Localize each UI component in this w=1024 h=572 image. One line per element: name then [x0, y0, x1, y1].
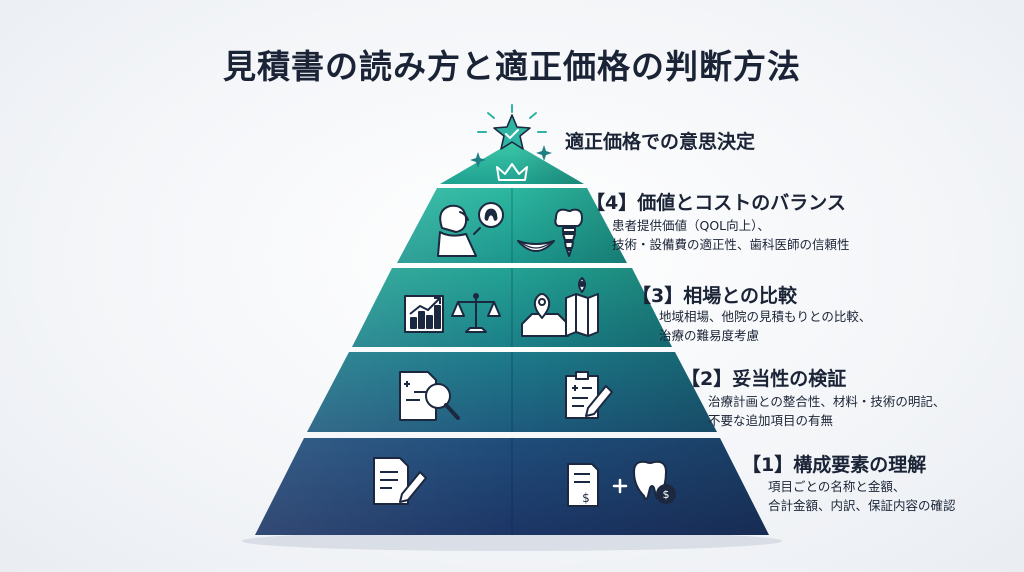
level-4-line-2: 技術・設備費の適正性、歯科医師の信頼性: [612, 237, 850, 252]
scales-icon: [451, 293, 501, 333]
invoice-icon: $: [567, 463, 599, 507]
pyramid-level-2: [307, 352, 717, 432]
star-icon: [477, 104, 547, 150]
level-2-line-2: 不要な追加項目の有無: [708, 413, 834, 428]
growth-chart-icon: [404, 295, 444, 333]
pyramid-level-3: [352, 268, 672, 347]
level-1-line-1: 項目ごとの名称と金額、: [768, 479, 906, 494]
tooth-dollar-icon: $: [633, 460, 676, 504]
level-4-title: 【4】価値とコストのバランス: [586, 192, 846, 214]
pyramid-apex: [440, 142, 584, 184]
level-2-description: 治療計画との整合性、材料・技術の明記、 不要な追加項目の有無: [708, 392, 945, 430]
map-pin-icon: [521, 293, 569, 337]
apex-label: 適正価格での意思決定: [565, 131, 756, 153]
document-search-icon: [399, 371, 460, 421]
pyramid-shadow: [242, 531, 782, 551]
level-4-description: 患者提供価値（QOL向上）、 技術・設備費の適正性、歯科医師の信頼性: [612, 216, 850, 254]
level-3-line-2: 治療の難易度考慮: [659, 328, 760, 343]
clipboard-pen-icon: [565, 371, 613, 419]
page-title: 見積書の読み方と適正価格の判断方法: [223, 47, 801, 86]
tooth-implant-icon: [554, 208, 583, 257]
pyramid-level-1: [255, 438, 769, 535]
document-pen-icon: [373, 457, 427, 505]
folded-map-icon: [565, 277, 599, 337]
sparkle-icon: [470, 145, 552, 168]
level-3-description: 地域相場、他院の見積もりとの比較、 治療の難易度考慮: [659, 307, 871, 345]
smile-icon: [517, 240, 555, 252]
level-1-line-2: 合計金額、内訳、保証内容の確認: [768, 498, 956, 513]
level-2-line-1: 治療計画との整合性、材料・技術の明記、: [708, 394, 946, 409]
level-2-title: 【2】妥当性の検証: [681, 368, 847, 390]
svg-text:$: $: [582, 491, 590, 505]
level-1-description: 項目ごとの名称と金額、 合計金額、内訳、保証内容の確認: [768, 477, 956, 515]
svg-text:$: $: [663, 488, 670, 501]
level-1-title: 【1】構成要素の理解: [742, 454, 927, 476]
plus-icon: [612, 478, 628, 494]
level-4-line-1: 患者提供価値（QOL向上）、: [612, 218, 770, 233]
patient-icon: [437, 202, 504, 257]
crown-icon: [496, 163, 528, 181]
level-3-line-1: 地域相場、他院の見積もりとの比較、: [659, 309, 872, 324]
level-3-title: 【3】相場との比較: [632, 285, 798, 307]
